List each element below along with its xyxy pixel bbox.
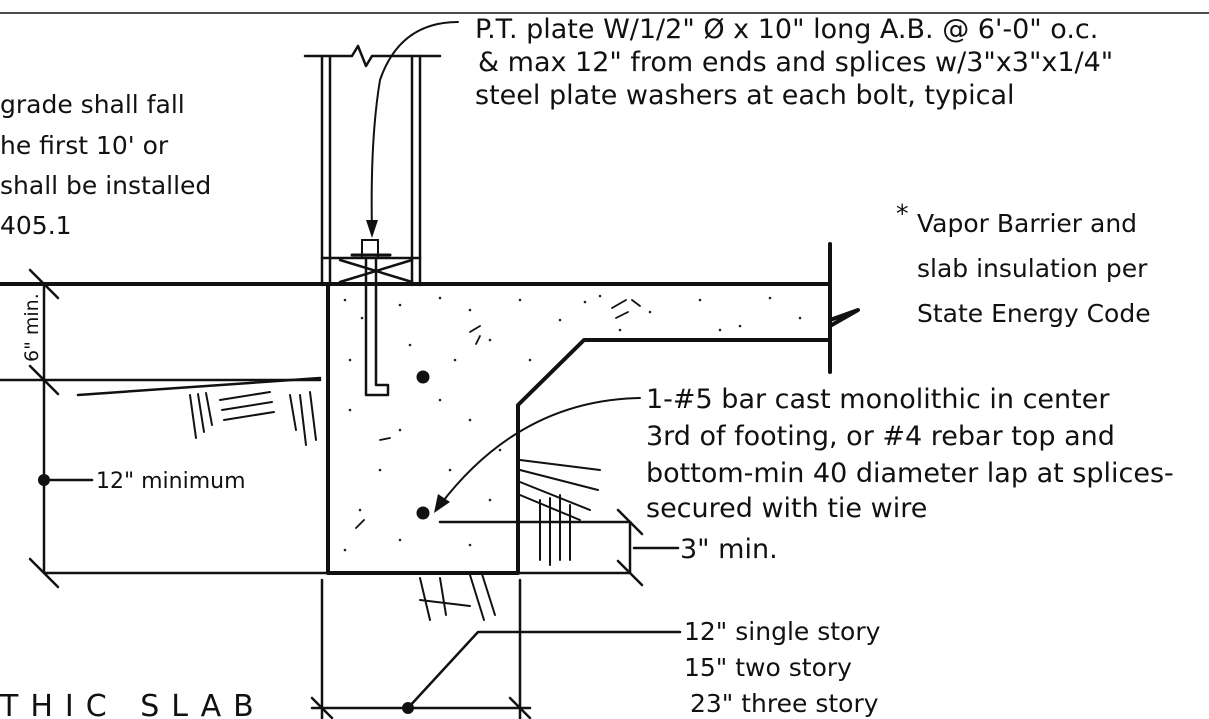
rebar-note: 1-#5 bar cast monolithic in center 3rd o… [646,384,1174,524]
dim-rebar-cover [438,508,680,587]
width-single-story: 12" single story [684,617,881,646]
grade-note-line1: grade shall fall [0,90,185,119]
vapor-note-line3: State Energy Code [917,299,1151,328]
grade-note-line4: 405.1 [0,211,72,240]
footing-width-list: 12" single story 15" two story 23" three… [684,617,881,718]
anchor-note: P.T. plate W/1/2" Ø x 10" long A.B. @ 6'… [475,14,1113,111]
dim-footing-dot [38,474,50,486]
detail-title: THIC SLAB [0,689,266,719]
dim-footing-width [310,578,682,719]
width-three-story: 23" three story [690,689,879,718]
rebar-leader-arrow [434,494,450,513]
anchor-note-line1: P.T. plate W/1/2" Ø x 10" long A.B. @ 6'… [475,14,1098,45]
vapor-note-star: * [896,199,909,228]
rebar-note-line3: bottom-min 40 diameter lap at splices- [646,458,1174,489]
dim-twelve-min-label: 12" minimum [96,469,246,494]
vapor-note: * Vapor Barrier and slab insulation per … [896,199,1151,328]
width-two-story: 15" two story [684,653,852,682]
anchor-note-line3: steel plate washers at each bolt, typica… [475,80,1015,111]
anchor-leader [370,21,459,233]
grade-note-line3: shall be installed [0,171,211,200]
rebar-note-line4: secured with tie wire [646,493,927,524]
anchor-note-line2: & max 12" from ends and splices w/3"x3"x… [478,47,1113,78]
rebar-note-line1: 1-#5 bar cast monolithic in center [646,384,1110,415]
dim-three-min-label: 3" min. [680,534,778,565]
stud-wall [303,44,442,287]
anchor-leader-arrow [366,220,378,238]
rebar-note-line2: 3rd of footing, or #4 rebar top and [646,421,1115,452]
rebar-leader [439,397,641,506]
vapor-note-line1: Vapor Barrier and [917,209,1137,238]
vapor-note-line2: slab insulation per [917,254,1148,283]
rebar-top [416,370,430,384]
dim-slab-thickness [0,268,322,396]
grade-note-line2: he first 10' or [0,131,169,160]
anchor-bolt [350,239,392,397]
dim-width-dot [402,702,414,714]
concrete-aggregate [355,299,641,529]
concrete-speckle [343,294,802,552]
dim-six-min-label: 6" min. [21,293,43,362]
rebar-bottom [416,506,430,520]
grade-note: grade shall fall he first 10' or shall b… [0,90,211,240]
earth-hatch [76,376,601,621]
